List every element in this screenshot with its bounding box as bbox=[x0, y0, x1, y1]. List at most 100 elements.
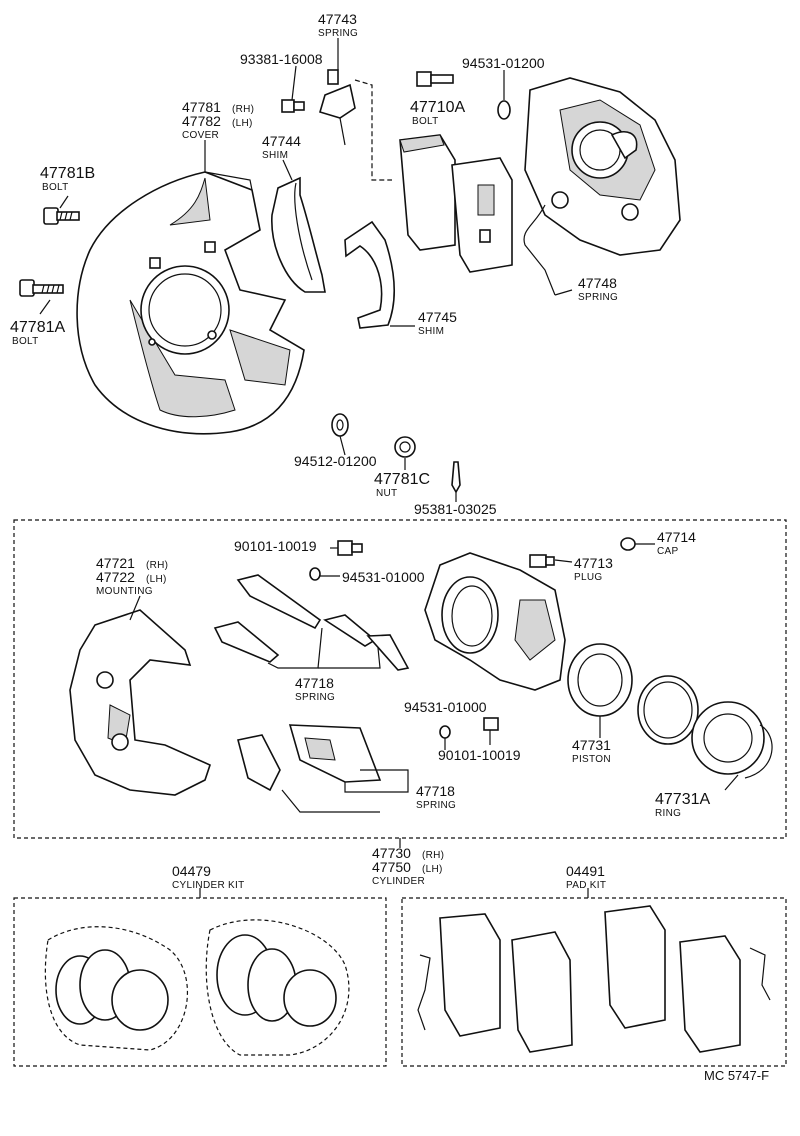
mounting-bracket-part bbox=[69, 609, 211, 796]
spring-47718-lower-part bbox=[237, 724, 382, 792]
label-cap-47714: 47714 CAP bbox=[657, 529, 696, 557]
bolt-90101-top-part bbox=[337, 540, 363, 556]
label-bolt-93381: 93381-16008 bbox=[240, 51, 323, 67]
label-mounting: 47721 (RH) 47722 (LH) MOUNTING bbox=[96, 555, 168, 597]
svg-text:SHIM: SHIM bbox=[262, 150, 288, 161]
svg-text:SPRING: SPRING bbox=[295, 692, 335, 703]
cap-47714-part bbox=[620, 537, 636, 551]
svg-text:47722: 47722 bbox=[96, 569, 135, 585]
label-shim-47745: 47745 SHIM bbox=[418, 309, 457, 337]
label-washer-94531-mid: 94531-01000 bbox=[342, 569, 425, 585]
piston-part bbox=[567, 643, 633, 717]
svg-text:CYLINDER: CYLINDER bbox=[372, 876, 425, 887]
svg-text:SPRING: SPRING bbox=[416, 800, 456, 811]
label-pin-95381: 95381-03025 bbox=[414, 501, 497, 517]
plug-47713-part bbox=[529, 554, 555, 568]
svg-text:47781B: 47781B bbox=[40, 165, 95, 182]
svg-text:47731: 47731 bbox=[572, 737, 611, 753]
svg-text:47713: 47713 bbox=[574, 555, 613, 571]
svg-text:PAD KIT: PAD KIT bbox=[566, 880, 606, 891]
svg-text:BOLT: BOLT bbox=[412, 116, 439, 127]
bolt-93381-part bbox=[281, 99, 305, 113]
svg-text:94531-01000: 94531-01000 bbox=[404, 699, 487, 715]
svg-text:MC 5747-F: MC 5747-F bbox=[704, 1068, 769, 1083]
label-cylinder-kit: 04479 CYLINDER KIT bbox=[172, 863, 245, 891]
svg-text:94512-01200: 94512-01200 bbox=[294, 453, 377, 469]
label-bolt-47710a: 47710A BOLT bbox=[410, 99, 465, 127]
svg-text:(LH): (LH) bbox=[422, 864, 443, 875]
label-pad-kit: 04491 PAD KIT bbox=[566, 863, 606, 891]
label-washer-94512: 94512-01200 bbox=[294, 453, 377, 469]
washer-94531-01200-part bbox=[497, 100, 511, 120]
svg-text:PISTON: PISTON bbox=[572, 754, 611, 765]
svg-text:47781A: 47781A bbox=[10, 319, 65, 336]
cylinder-kit-right-part bbox=[205, 919, 350, 1056]
svg-text:CYLINDER KIT: CYLINDER KIT bbox=[172, 880, 245, 891]
label-washer-94531-top: 94531-01200 bbox=[462, 55, 545, 71]
svg-text:47714: 47714 bbox=[657, 529, 696, 545]
svg-text:94531-01000: 94531-01000 bbox=[342, 569, 425, 585]
svg-text:47782: 47782 bbox=[182, 113, 221, 129]
bolt-47781a-part bbox=[19, 279, 64, 297]
svg-text:47781: 47781 bbox=[182, 99, 221, 115]
brake-pad-top-left-part bbox=[399, 134, 456, 251]
svg-text:94531-01200: 94531-01200 bbox=[462, 55, 545, 71]
svg-text:(LH): (LH) bbox=[232, 118, 253, 129]
washer-94512-part bbox=[331, 413, 349, 437]
label-washer-94531-low: 94531-01000 bbox=[404, 699, 487, 715]
svg-text:(RH): (RH) bbox=[422, 850, 444, 861]
svg-text:BOLT: BOLT bbox=[42, 182, 69, 193]
bolt-47781b-part bbox=[43, 207, 80, 225]
svg-text:47731A: 47731A bbox=[655, 791, 710, 808]
label-shim-47744: 47744 SHIM bbox=[262, 133, 301, 161]
label-plug-47713: 47713 PLUG bbox=[574, 555, 613, 583]
svg-text:SHIM: SHIM bbox=[418, 326, 444, 337]
bolt-47710a-part bbox=[416, 71, 454, 87]
svg-text:47748: 47748 bbox=[578, 275, 617, 291]
label-spring-47743: 47743 SPRING bbox=[318, 11, 358, 39]
spring-47743-part bbox=[319, 69, 356, 146]
label-spring-47718-a: 47718 SPRING bbox=[295, 675, 335, 703]
label-bolt-90101-low: 90101-10019 bbox=[438, 747, 521, 763]
svg-text:93381-16008: 93381-16008 bbox=[240, 51, 323, 67]
figure-code-label: MC 5747-F bbox=[704, 1068, 769, 1083]
caliper-cylinder-part bbox=[424, 552, 566, 691]
svg-text:47718: 47718 bbox=[416, 783, 455, 799]
svg-text:SPRING: SPRING bbox=[318, 28, 358, 39]
pad-kit-pads-part bbox=[417, 905, 771, 1053]
svg-text:MOUNTING: MOUNTING bbox=[96, 586, 153, 597]
svg-text:47743: 47743 bbox=[318, 11, 357, 27]
svg-text:04491: 04491 bbox=[566, 863, 605, 879]
svg-text:(RH): (RH) bbox=[232, 104, 254, 115]
cylinder-kit-left-part bbox=[44, 926, 189, 1051]
label-spring-47718-b: 47718 SPRING bbox=[416, 783, 456, 811]
svg-text:47718: 47718 bbox=[295, 675, 334, 691]
washer-94531-01000-top-part bbox=[309, 567, 321, 581]
svg-text:47781C: 47781C bbox=[374, 471, 430, 488]
label-nut-47781c: 47781C NUT bbox=[374, 471, 430, 499]
svg-text:47710A: 47710A bbox=[410, 99, 465, 116]
svg-text:COVER: COVER bbox=[182, 130, 219, 141]
svg-text:(LH): (LH) bbox=[146, 574, 167, 585]
spring-47718-upper-part bbox=[213, 574, 410, 671]
svg-text:47745: 47745 bbox=[418, 309, 457, 325]
svg-text:SPRING: SPRING bbox=[578, 292, 618, 303]
shim-47744-part bbox=[271, 176, 326, 293]
shim-47745-part bbox=[344, 220, 395, 329]
label-cover: 47781 (RH) 47782 (LH) COVER bbox=[182, 99, 254, 141]
svg-text:47721: 47721 bbox=[96, 555, 135, 571]
washer-94531-01000-low-part bbox=[439, 725, 451, 739]
svg-text:95381-03025: 95381-03025 bbox=[414, 501, 497, 517]
svg-text:47744: 47744 bbox=[262, 133, 301, 149]
caliper-top-part bbox=[524, 77, 681, 256]
spring-47748-part bbox=[523, 204, 556, 296]
label-spring-47748: 47748 SPRING bbox=[578, 275, 618, 303]
bolt-90101-low-part bbox=[483, 717, 499, 731]
cotter-pin-part bbox=[451, 461, 461, 494]
label-ring-47731a: 47731A RING bbox=[655, 791, 710, 819]
seal-part bbox=[637, 675, 699, 745]
pad-kit-box bbox=[401, 897, 787, 1067]
brake-pad-top-right-part bbox=[451, 157, 513, 273]
svg-text:PLUG: PLUG bbox=[574, 572, 602, 583]
